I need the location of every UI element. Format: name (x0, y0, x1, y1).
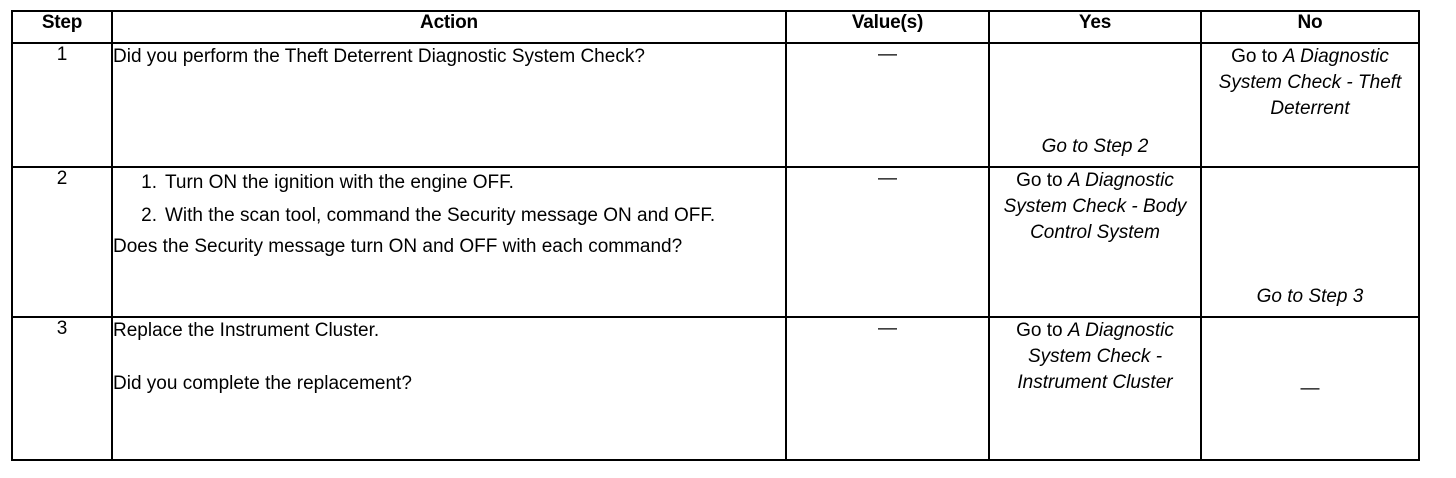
em-dash: — (878, 44, 897, 65)
table-row: 3 Replace the Instrument Cluster. Did yo… (11, 316, 1420, 461)
no-branch-target: A Diagnostic System Check - Theft Deterr… (1218, 46, 1402, 119)
table-row: 1 Did you perform the Theft Deterrent Di… (11, 42, 1420, 168)
no-branch-cell: — (1200, 316, 1420, 461)
value-cell: — (785, 166, 990, 318)
action-cell: Did you perform the Theft Deterrent Diag… (111, 42, 787, 168)
column-header-no: No (1200, 10, 1420, 44)
column-header-action: Action (111, 10, 787, 44)
action-step-list: Turn ON the ignition with the engine OFF… (113, 170, 785, 228)
action-text: Replace the Instrument Cluster. (113, 320, 380, 341)
step-number: 3 (11, 316, 113, 461)
value-cell: — (785, 316, 990, 461)
action-text: Did you perform the Theft Deterrent Diag… (113, 46, 645, 67)
action-cell: Replace the Instrument Cluster. Did you … (111, 316, 787, 461)
yes-branch-cell: Go to A Diagnostic System Check - Instru… (988, 316, 1202, 461)
yes-branch-target: Go to Step 2 (1041, 136, 1149, 157)
column-header-step: Step (11, 10, 113, 44)
table-row: 2 Turn ON the ignition with the engine O… (11, 166, 1420, 318)
no-branch-target: Go to Step 3 (1256, 286, 1364, 307)
action-question: Does the Security message turn ON and OF… (113, 236, 683, 257)
yes-branch-cell: Go to A Diagnostic System Check - Body C… (988, 166, 1202, 318)
step-number: 2 (11, 166, 113, 318)
no-branch-cell: Go to Step 3 (1200, 166, 1420, 318)
column-header-values: Value(s) (785, 10, 990, 44)
em-dash: — (1300, 377, 1320, 399)
value-cell: — (785, 42, 990, 168)
no-branch-cell: Go to A Diagnostic System Check - Theft … (1200, 42, 1420, 168)
no-branch-prefix: Go to (1231, 46, 1283, 67)
em-dash: — (878, 168, 897, 189)
yes-branch-target: A Diagnostic System Check - Body Control… (1003, 170, 1187, 243)
yes-branch-target: A Diagnostic System Check - Instrument C… (1017, 320, 1174, 393)
yes-branch-prefix: Go to (1016, 170, 1068, 191)
list-item: Turn ON the ignition with the engine OFF… (129, 170, 514, 195)
yes-branch-prefix: Go to (1016, 320, 1068, 341)
step-number: 1 (11, 42, 113, 168)
column-header-yes: Yes (988, 10, 1202, 44)
diagnostic-procedure-table: Step Action Value(s) Yes No 1 Did you pe… (11, 10, 1420, 461)
action-cell: Turn ON the ignition with the engine OFF… (111, 166, 787, 318)
em-dash: — (878, 318, 897, 339)
yes-branch-cell: Go to Step 2 (988, 42, 1202, 168)
action-question: Did you complete the replacement? (113, 373, 412, 394)
list-item: With the scan tool, command the Security… (129, 203, 716, 228)
table-header-row: Step Action Value(s) Yes No (11, 10, 1420, 44)
